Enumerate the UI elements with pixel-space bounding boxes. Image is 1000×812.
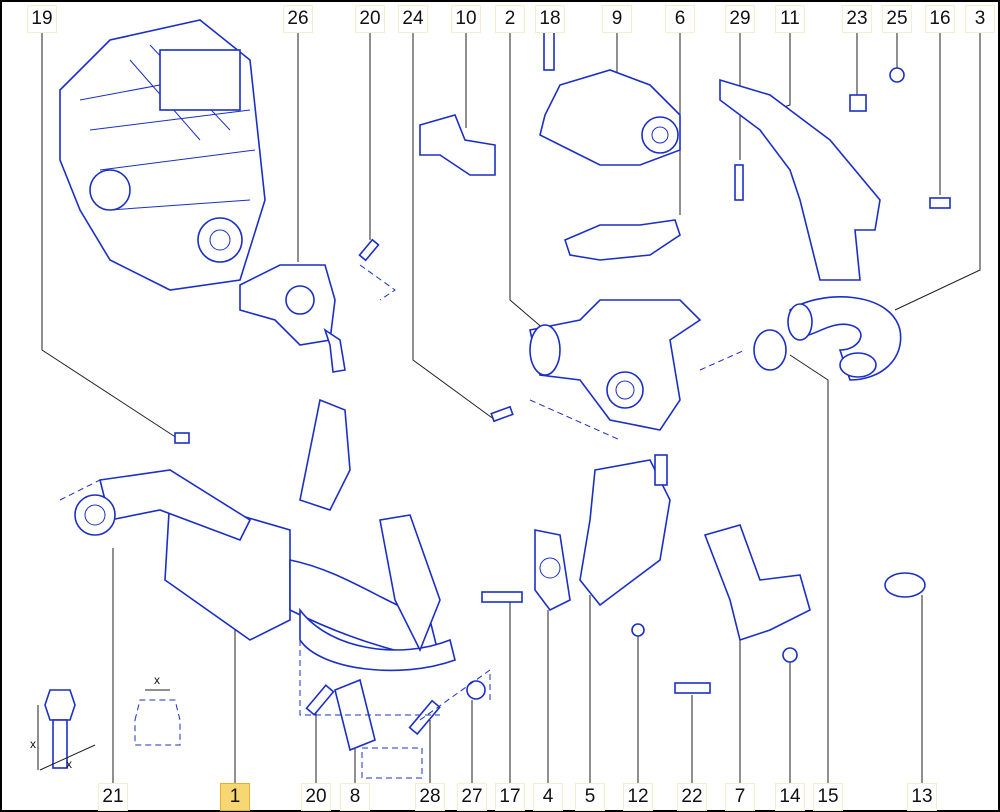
callout-23: 23 <box>842 5 872 33</box>
callout-26: 26 <box>283 5 313 33</box>
callout-28: 28 <box>415 783 445 811</box>
valve-housing <box>529 299 702 431</box>
detail-mark-x: x <box>66 757 72 771</box>
callout-20: 20 <box>301 783 331 811</box>
callout-6: 6 <box>665 5 695 33</box>
gasket <box>564 219 681 261</box>
callout-9: 9 <box>602 5 632 33</box>
egr-valve <box>539 19 681 166</box>
callout-11: 11 <box>775 5 805 33</box>
callout-21: 21 <box>98 783 128 811</box>
detail-mark-x: x <box>154 673 160 687</box>
callout-3: 3 <box>965 5 995 33</box>
detail-mark-x: x <box>30 737 36 751</box>
callout-5: 5 <box>575 783 605 811</box>
callout-19: 19 <box>27 5 57 33</box>
callout-25: 25 <box>882 5 912 33</box>
callout-13: 13 <box>907 783 937 811</box>
callout-8: 8 <box>340 783 370 811</box>
callout-27: 27 <box>457 783 487 811</box>
throttle-body <box>239 264 351 511</box>
callout-24: 24 <box>398 5 428 33</box>
callout-29: 29 <box>725 5 755 33</box>
callout-22: 22 <box>677 783 707 811</box>
valve-gasket <box>534 529 571 612</box>
bracket <box>419 114 496 176</box>
fasteners <box>59 67 951 779</box>
callout-20: 20 <box>355 5 385 33</box>
callout-12: 12 <box>623 783 653 811</box>
clamp <box>884 572 926 598</box>
callout-14: 14 <box>775 783 805 811</box>
callout-1-highlighted[interactable]: 1 <box>220 783 250 811</box>
intake-hose <box>787 296 902 381</box>
egr-valve-actuator <box>579 454 671 607</box>
heat-shield-bracket <box>719 78 881 281</box>
egr-cooler <box>74 469 456 672</box>
callout-2: 2 <box>495 5 525 33</box>
callout-18: 18 <box>535 5 565 33</box>
hose-clamp <box>753 329 787 371</box>
engine-illustration <box>59 19 266 291</box>
callout-15: 15 <box>813 783 843 811</box>
callout-17: 17 <box>495 783 525 811</box>
intake-pipe <box>703 524 811 642</box>
leader-lines <box>41 32 981 785</box>
callout-10: 10 <box>451 5 481 33</box>
callout-16: 16 <box>925 5 955 33</box>
callout-4: 4 <box>533 783 563 811</box>
bolt-detail-inset <box>37 689 181 771</box>
callout-7: 7 <box>725 783 755 811</box>
